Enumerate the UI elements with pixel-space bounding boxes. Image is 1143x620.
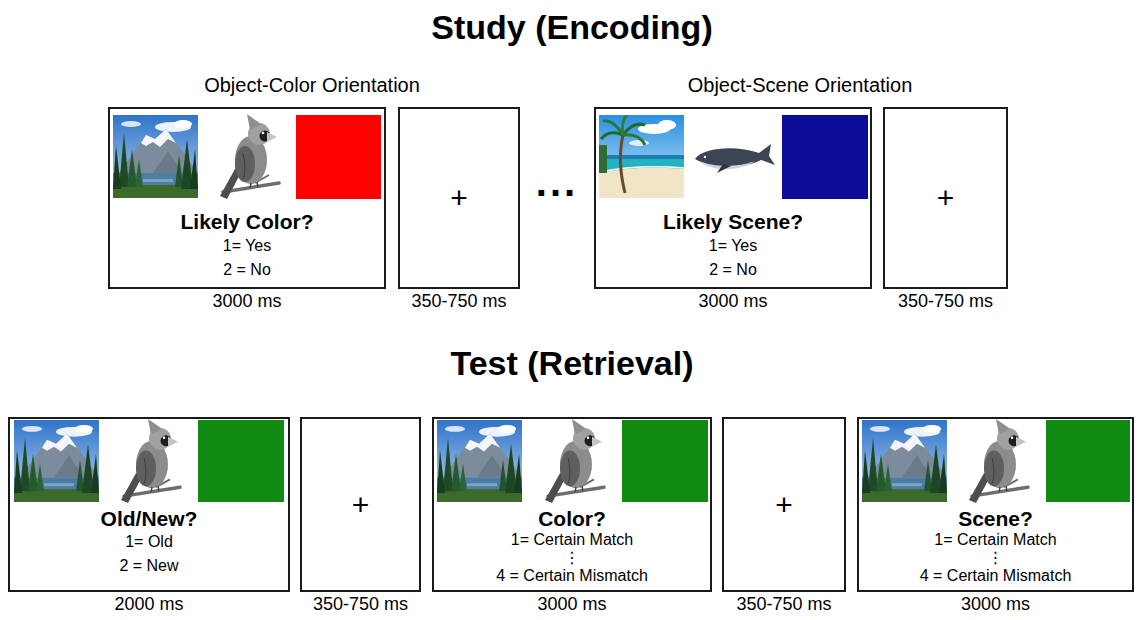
response-option: 4 = Certain Mismatch — [496, 566, 648, 586]
fixation-cross: + — [937, 183, 955, 213]
stimulus-screen: Likely Scene?1= Yes2 = No3000 ms — [594, 107, 872, 289]
response-option: 1= Old — [125, 530, 173, 554]
response-option: ⋮ — [564, 550, 580, 566]
duration-label: 3000 ms — [212, 290, 281, 312]
mountain-scene — [862, 420, 947, 502]
color-swatch — [782, 115, 868, 199]
duration-label: 350-750 ms — [736, 593, 831, 615]
section-title: Study (Encoding) — [431, 8, 712, 47]
response-option: 4 = Certain Mismatch — [920, 566, 1072, 586]
prompt-text: Scene? — [958, 508, 1033, 530]
duration-label: 350-750 ms — [313, 593, 408, 615]
mountain-scene — [437, 420, 522, 502]
whale-object — [695, 144, 775, 173]
fixation-screen: +350-750 ms — [722, 417, 846, 592]
duration-label: 3000 ms — [537, 593, 606, 615]
condition-label: Object-Scene Orientation — [688, 74, 913, 97]
stimulus-screen: Color?1= Certain Match⋮4 = Certain Misma… — [432, 417, 712, 592]
fixation-screen: +350-750 ms — [883, 107, 1008, 289]
response-option: 1= Certain Match — [934, 530, 1056, 550]
fixation-cross: + — [450, 183, 468, 213]
bird-object — [220, 114, 279, 199]
color-swatch — [296, 115, 381, 199]
mountain-scene — [113, 115, 198, 198]
duration-label: 2000 ms — [114, 593, 183, 615]
fixation-screen: +350-750 ms — [300, 417, 421, 592]
response-option: 1= Yes — [709, 234, 758, 258]
color-swatch — [622, 420, 708, 502]
section-title: Test (Retrieval) — [450, 344, 693, 383]
fixation-cross: + — [352, 490, 370, 520]
stimulus-screen: Likely Color?1= Yes2 = No3000 ms — [108, 107, 386, 289]
response-option: 1= Certain Match — [511, 530, 633, 550]
fixation-cross: + — [775, 490, 793, 520]
bird-object — [969, 419, 1028, 503]
condition-label: Object-Color Orientation — [204, 74, 420, 97]
prompt-text: Color? — [538, 508, 606, 530]
response-option: 2 = No — [223, 258, 271, 282]
prompt-text: Likely Scene? — [663, 210, 803, 234]
ellipsis-mark: ... — [536, 160, 578, 205]
duration-label: 350-750 ms — [411, 290, 506, 312]
mountain-scene — [14, 420, 99, 502]
color-swatch — [1046, 420, 1130, 502]
response-option: 1= Yes — [223, 234, 272, 258]
fixation-screen: +350-750 ms — [398, 107, 520, 289]
beach-scene — [599, 115, 684, 198]
response-option: ⋮ — [988, 550, 1004, 566]
bird-object — [545, 419, 604, 503]
stimulus-screen: Old/New?1= Old2 = New2000 ms — [8, 417, 290, 592]
bird-object — [121, 419, 180, 503]
color-swatch — [198, 420, 284, 502]
prompt-text: Likely Color? — [180, 210, 313, 234]
duration-label: 350-750 ms — [898, 290, 993, 312]
response-option: 2 = No — [709, 258, 757, 282]
response-option: 2 = New — [119, 554, 178, 578]
prompt-text: Old/New? — [101, 508, 198, 530]
stimulus-screen: Scene?1= Certain Match⋮4 = Certain Misma… — [857, 417, 1134, 592]
duration-label: 3000 ms — [698, 290, 767, 312]
duration-label: 3000 ms — [961, 593, 1030, 615]
